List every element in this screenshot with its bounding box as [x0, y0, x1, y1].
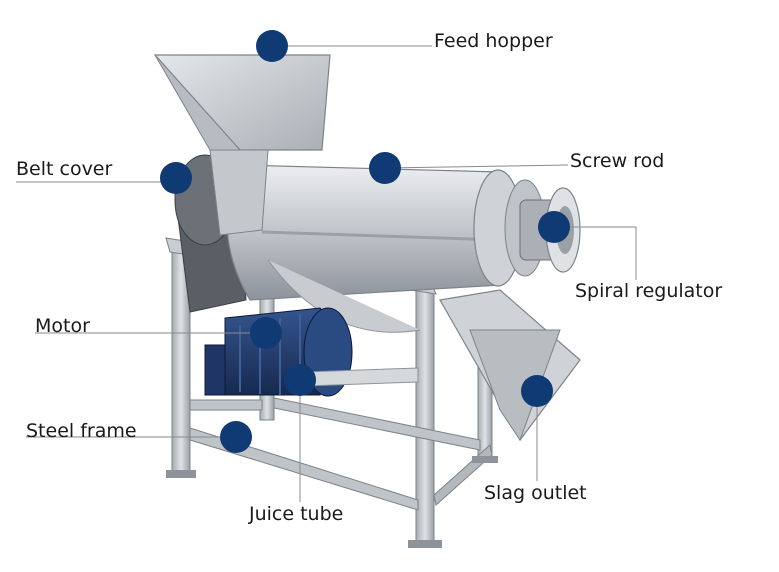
- label-steel-frame: Steel frame: [26, 420, 137, 442]
- label-juice-tube: Juice tube: [249, 503, 344, 525]
- marker-slag-outlet: [521, 375, 553, 407]
- feed-hopper-shape: [153, 54, 331, 236]
- label-feed-hopper: Feed hopper: [434, 30, 553, 52]
- marker-juice-tube: [284, 364, 316, 396]
- label-motor: Motor: [35, 315, 90, 337]
- slag-outlet-shape: [439, 289, 581, 442]
- marker-spiral-regulator: [538, 211, 570, 243]
- marker-belt-cover: [160, 162, 192, 194]
- marker-screw-rod: [369, 152, 401, 184]
- leader-line-spiral-regulator: [554, 226, 637, 280]
- leader-line-screw-rod: [384, 164, 569, 169]
- label-slag-outlet: Slag outlet: [484, 482, 587, 504]
- label-screw-rod: Screw rod: [570, 150, 665, 172]
- machine-illustration: [153, 54, 581, 548]
- markers: [160, 30, 570, 453]
- marker-motor: [250, 317, 282, 349]
- label-belt-cover: Belt cover: [16, 158, 113, 180]
- leader-lines: [16, 45, 637, 502]
- label-spiral-regulator: Spiral regulator: [575, 280, 723, 302]
- marker-steel-frame: [220, 421, 252, 453]
- marker-feed-hopper: [256, 30, 288, 62]
